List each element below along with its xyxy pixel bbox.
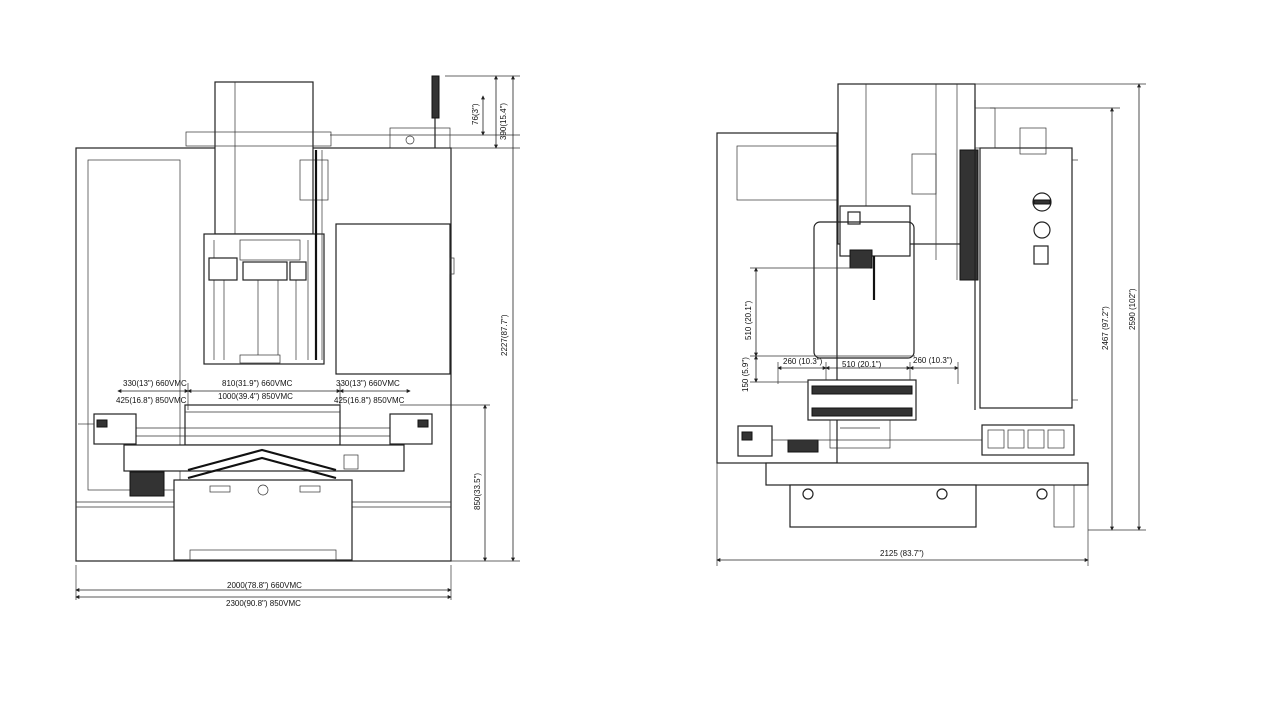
dim-390: 390(15.4") [499, 103, 508, 140]
dim-260-right: 260 (10.3") [913, 356, 953, 365]
column [214, 81, 314, 235]
front-base [173, 479, 353, 561]
dim-150-vertical: 150 (5.9") [741, 357, 750, 392]
dim-travel-425-right: 425(16.8") 850VMC [334, 396, 405, 405]
electrical-cabinet [979, 147, 1073, 409]
dim-260-left: 260 (10.3") [783, 357, 823, 366]
right-motor [389, 413, 433, 445]
left-motor [93, 413, 137, 445]
dim-2125: 2125 (83.7") [880, 549, 924, 558]
dim-travel-330-left: 330(13") 660VMC [123, 379, 187, 388]
dim-850: 850(33.5") [473, 473, 482, 510]
dim-510-horizontal: 510 (20.1") [842, 360, 882, 369]
dim-travel-810: 810(31.9") 660VMC [222, 379, 293, 388]
door-window [335, 223, 451, 375]
spindle-frame [203, 233, 325, 365]
work-table [184, 404, 341, 446]
dim-2467: 2467 (97.2") [1101, 306, 1110, 350]
dim-width-2300: 2300(90.8") 850VMC [226, 599, 301, 608]
side-base [765, 462, 1089, 486]
dim-2227: 2227(87.7") [500, 314, 509, 356]
side-motor [737, 425, 773, 457]
side-window [813, 221, 915, 359]
dim-76: 76(3") [471, 103, 480, 125]
front-view: 76(3") 390(15.4") 2227(87.7") 850(33.5")… [75, 75, 520, 608]
side-view: 510 (20.1") 150 (5.9") 260 (10.3") 510 (… [716, 83, 1146, 566]
chip-guard [187, 448, 337, 472]
dim-2590: 2590 (102") [1128, 288, 1137, 330]
dim-width-2000: 2000(78.8") 660VMC [227, 581, 302, 590]
dim-510-vertical: 510 (20.1") [744, 300, 753, 340]
dim-travel-330-right: 330(13") 660VMC [336, 379, 400, 388]
dim-travel-425-left: 425(16.8") 850VMC [116, 396, 187, 405]
dim-travel-1000: 1000(39.4") 850VMC [218, 392, 293, 401]
